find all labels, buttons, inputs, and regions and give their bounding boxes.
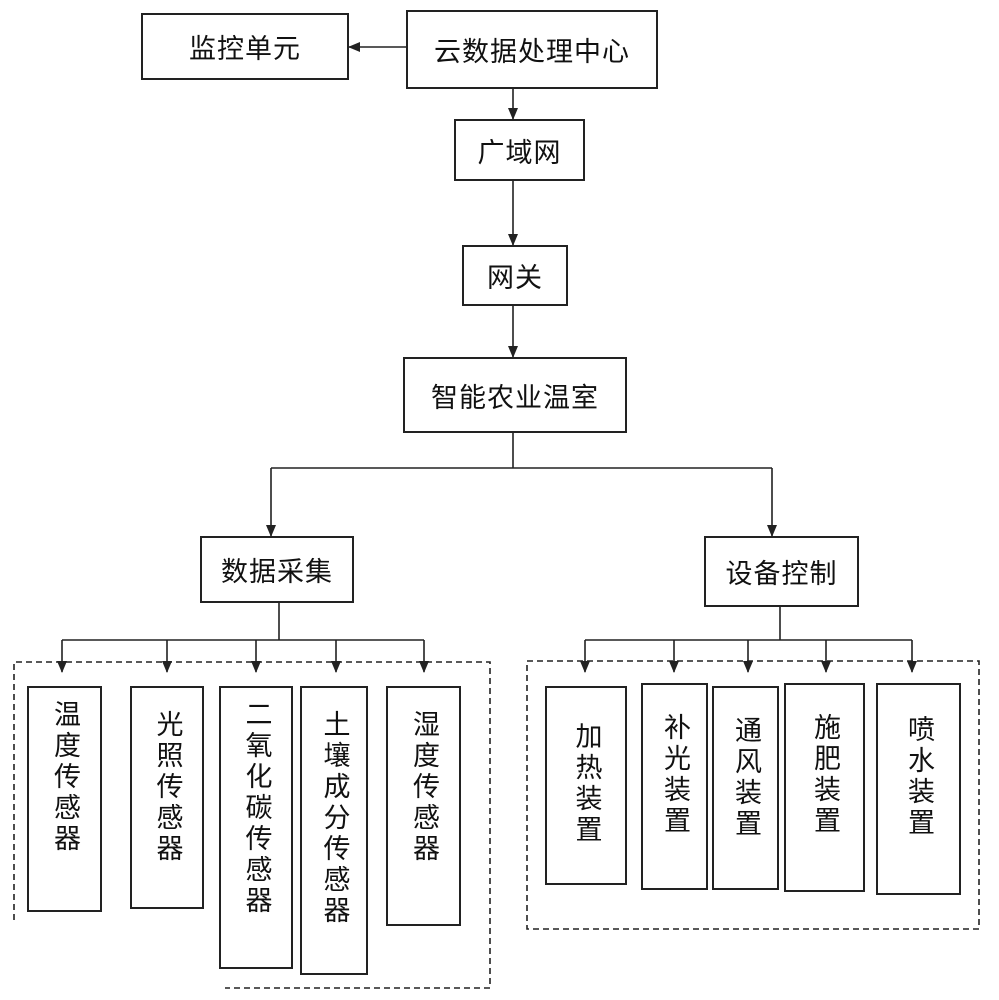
device-label: 通风装置 <box>730 716 761 840</box>
wan-box: 广域网 <box>454 119 585 181</box>
humidity-sensor-box: 湿度传感器 <box>386 686 461 926</box>
device-label: 补光装置 <box>659 713 690 837</box>
device-label: 喷水装置 <box>903 715 934 839</box>
co2-sensor-box: 二氧化碳传感器 <box>219 686 293 969</box>
monitor-unit-box: 监控单元 <box>141 13 349 80</box>
device-group-border <box>526 660 980 930</box>
gateway-box: 网关 <box>462 245 568 306</box>
water-spray-device-box: 喷水装置 <box>876 683 961 895</box>
sensor-label: 温度传感器 <box>49 700 80 855</box>
fertilizing-device-box: 施肥装置 <box>784 683 865 892</box>
sensor-group-border <box>13 661 491 989</box>
device-label: 加热装置 <box>570 722 602 846</box>
device-control-box: 设备控制 <box>704 536 859 607</box>
temperature-sensor-box: 温度传感器 <box>27 686 102 912</box>
supplemental-light-device-box: 补光装置 <box>641 683 708 890</box>
sensor-label: 光照传感器 <box>151 710 183 865</box>
data-collection-box: 数据采集 <box>200 536 354 603</box>
device-label: 施肥装置 <box>809 713 840 837</box>
smart-greenhouse-box: 智能农业温室 <box>403 357 627 433</box>
soil-composition-sensor-box: 土壤成分传感器 <box>300 686 368 975</box>
heating-device-box: 加热装置 <box>545 686 627 885</box>
cloud-data-center-box: 云数据处理中心 <box>406 10 658 89</box>
ventilation-device-box: 通风装置 <box>712 686 779 890</box>
sensor-label: 土壤成分传感器 <box>318 710 350 927</box>
light-sensor-box: 光照传感器 <box>130 686 204 909</box>
sensor-label: 湿度传感器 <box>408 710 439 865</box>
sensor-label: 二氧化碳传感器 <box>240 700 272 917</box>
